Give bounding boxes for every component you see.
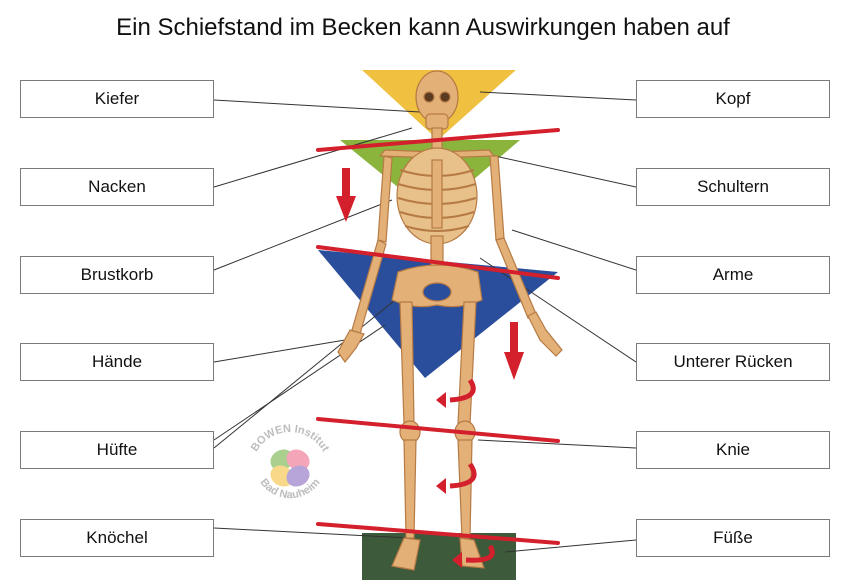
label-box-haende: Hände bbox=[20, 343, 214, 381]
pelvis-triangle bbox=[318, 250, 558, 378]
label-box-arme: Arme bbox=[636, 256, 830, 294]
connector-lines bbox=[213, 91, 637, 553]
label-box-schultern: Schultern bbox=[636, 168, 830, 206]
right-tibia bbox=[457, 439, 473, 539]
label-text: Arme bbox=[712, 265, 754, 284]
left-tibia bbox=[403, 439, 417, 539]
shoulder-tilt-line bbox=[316, 128, 560, 152]
label-box-huefte: Hüfte bbox=[20, 431, 214, 469]
tilt-lines bbox=[316, 128, 560, 545]
label-text: Füße bbox=[713, 528, 753, 547]
left-femur bbox=[399, 301, 415, 425]
left-upper-arm bbox=[377, 155, 393, 243]
down-arrow-icon bbox=[504, 322, 524, 380]
label-box-knoechel: Knöchel bbox=[20, 519, 214, 557]
label-text: Knie bbox=[715, 440, 751, 459]
label-box-knie: Knie bbox=[636, 431, 830, 469]
bowen-institut-logo: BOWEN Institut Bad Nauheim bbox=[249, 423, 332, 501]
rotation-arrows bbox=[449, 378, 495, 563]
clover-icon bbox=[270, 449, 310, 487]
svg-text:BOWEN Institut: BOWEN Institut bbox=[249, 423, 332, 454]
right-hand bbox=[527, 311, 563, 357]
label-text: Schultern bbox=[697, 177, 769, 196]
logo-top-text: BOWEN Institut bbox=[249, 423, 332, 454]
label-text: Hände bbox=[91, 352, 143, 371]
diagram-title: Ein Schiefstand im Becken kann Auswirkun… bbox=[116, 14, 730, 41]
rotation-arrow-icon bbox=[449, 378, 476, 403]
label-text: Knöchel bbox=[86, 528, 148, 547]
label-box-nacken: Nacken bbox=[20, 168, 214, 206]
rotation-arrow-icon bbox=[449, 462, 477, 489]
skeleton bbox=[337, 70, 563, 571]
label-box-kopf: Kopf bbox=[636, 80, 830, 118]
ankle-tilt-line bbox=[316, 522, 560, 545]
label-text: Hüfte bbox=[96, 440, 138, 459]
down-arrow-icon bbox=[336, 168, 356, 222]
left-foot bbox=[391, 537, 421, 571]
arrows bbox=[336, 168, 524, 380]
label-text: Brustkorb bbox=[80, 265, 154, 284]
knee-tilt-line bbox=[316, 417, 560, 443]
label-box-unterer-ruecken: Unterer Rücken bbox=[636, 343, 830, 381]
label-box-fuesse: Füße bbox=[636, 519, 830, 557]
label-text: Kopf bbox=[715, 89, 751, 108]
label-text: Nacken bbox=[88, 177, 146, 196]
rotation-arrow-icon bbox=[465, 544, 495, 563]
pelvis-tilt-line bbox=[316, 245, 560, 280]
right-upper-arm bbox=[489, 155, 505, 241]
label-text: Kiefer bbox=[94, 89, 140, 108]
left-hand bbox=[337, 329, 365, 364]
label-box-kiefer: Kiefer bbox=[20, 80, 214, 118]
label-box-brustkorb: Brustkorb bbox=[20, 256, 214, 294]
label-text: Unterer Rücken bbox=[673, 352, 793, 371]
